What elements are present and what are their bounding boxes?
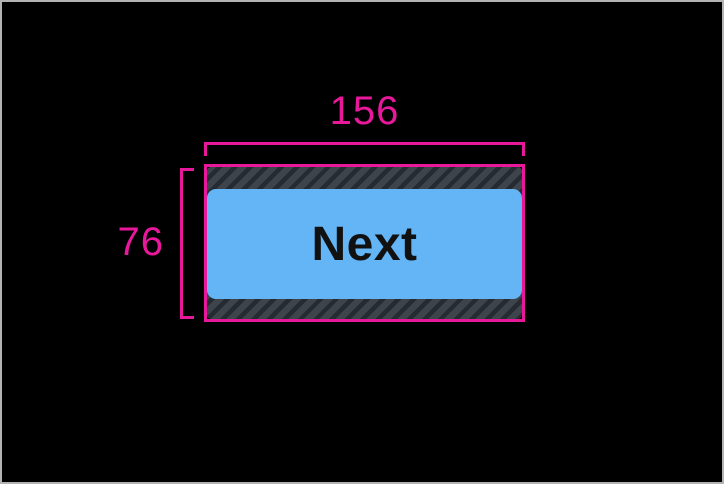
height-dimension-label: 76: [117, 220, 164, 264]
width-measurement-bracket: [204, 142, 525, 156]
next-button[interactable]: Next: [207, 189, 522, 299]
width-dimension-label: 156: [329, 89, 400, 133]
widget-selection-outline: Next: [204, 164, 525, 322]
height-measurement-bracket: [180, 168, 194, 319]
